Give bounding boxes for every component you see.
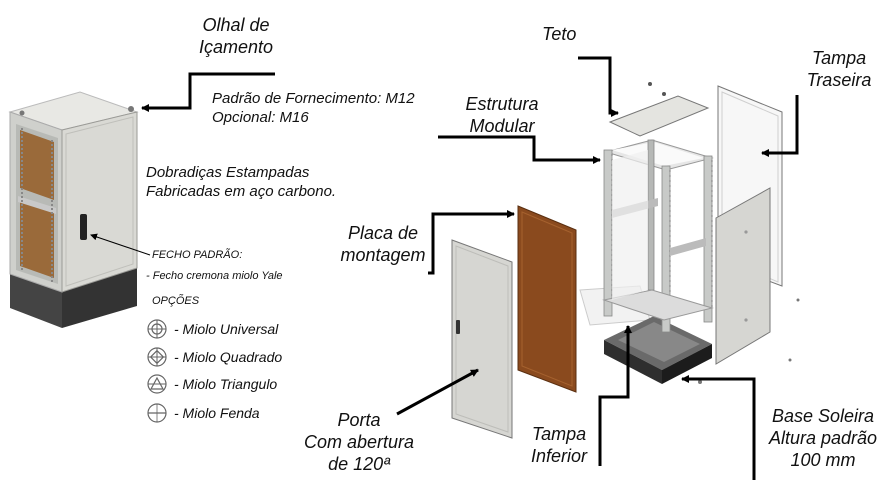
lock-square-icon bbox=[147, 347, 167, 367]
fecho-leader bbox=[90, 233, 151, 256]
option-label: - Miolo Quadrado bbox=[174, 349, 283, 365]
label-fecho-title: FECHO PADRÃO: bbox=[152, 249, 243, 261]
label-tampa-traseira: Tampa Traseira bbox=[806, 48, 872, 90]
label-estrutura: Estrutura Modular bbox=[465, 94, 539, 136]
lock-slot-icon bbox=[147, 403, 167, 423]
label-placa-montagem: Placa de montagem bbox=[340, 223, 426, 265]
label-olhal: Olhal de Içamento bbox=[198, 15, 274, 57]
option-miolo-universal: - Miolo Universal bbox=[146, 318, 278, 340]
lock-triangle-icon bbox=[147, 374, 167, 394]
option-miolo-triangulo: - Miolo Triangulo bbox=[146, 373, 277, 395]
assembled-cabinet bbox=[8, 91, 139, 328]
option-miolo-quadrado: - Miolo Quadrado bbox=[146, 346, 282, 368]
door-handle-icon bbox=[80, 214, 87, 240]
label-base-soleira: Base Soleira Altura padrão 100 mm bbox=[768, 406, 878, 470]
lock-universal-icon bbox=[147, 319, 167, 339]
option-label: - Miolo Triangulo bbox=[174, 376, 278, 392]
label-tampa-inferior: Tampa Inferior bbox=[530, 424, 588, 466]
option-label: - Miolo Fenda bbox=[174, 405, 260, 421]
label-teto: Teto bbox=[542, 24, 577, 44]
label-fornecimento: Padrão de Fornecimento: M12 Opcional: M1… bbox=[212, 90, 415, 126]
option-miolo-fenda: - Miolo Fenda bbox=[146, 402, 260, 424]
leader-lines bbox=[141, 56, 799, 480]
option-label: - Miolo Universal bbox=[174, 321, 279, 337]
label-dobradicas: Dobradiças Estampadas Fabricadas em aço … bbox=[146, 164, 337, 200]
label-fecho-desc: - Fecho cremona miolo Yale bbox=[146, 270, 283, 282]
label-porta: Porta Com abertura de 120ª bbox=[303, 410, 415, 474]
label-opcoes-title: OPÇÕES bbox=[152, 295, 200, 307]
